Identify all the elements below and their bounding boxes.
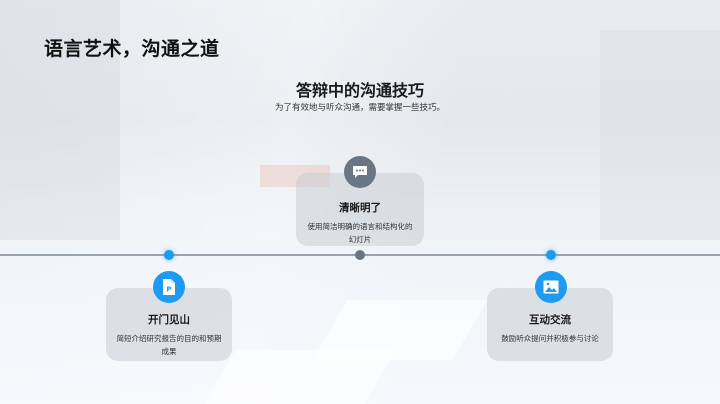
page-title: 语言艺术，沟通之道 [44,38,220,60]
card-title: 清晰明了 [339,202,381,214]
timeline-dot-2 [355,250,365,260]
section-subtitle: 为了有效地与听众沟通，需要掌握一些技巧。 [274,103,445,113]
card-description: 鼓励听众提问并积极参与讨论 [501,334,599,343]
card-title: 开门见山 [148,314,190,326]
card-description: 使用简洁明确的语言和结构化的幻灯片 [307,222,413,244]
chat-bubble-icon [344,156,376,188]
document-p-icon: P [153,271,185,303]
card-title: 互动交流 [529,314,571,326]
timeline-dot-1 [164,250,174,260]
timeline-card-clarity: 清晰明了 使用简洁明确的语言和结构化的幻灯片 [296,173,424,246]
svg-text:P: P [166,286,171,294]
section-title: 答辩中的沟通技巧 [295,81,424,100]
card-description: 简短介绍研究报告的目的和预期成果 [116,334,222,356]
timeline-dot-3 [546,250,556,260]
timeline-card-interaction: 互动交流 鼓励听众提问并积极参与讨论 [487,288,613,361]
image-icon [535,271,567,303]
